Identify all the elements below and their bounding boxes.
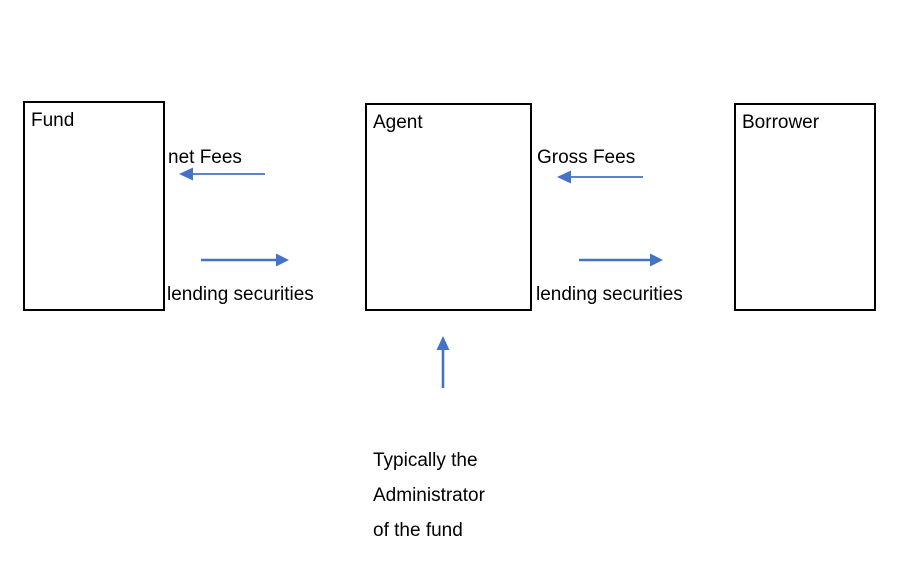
net-fees-label: net Fees bbox=[168, 147, 242, 168]
gross-fees-arrow-icon bbox=[557, 170, 643, 184]
gross-fees-label: Gross Fees bbox=[537, 147, 636, 168]
administrator-note: Typically the Administrator of the fund bbox=[373, 450, 485, 541]
administrator-note-arrow-icon bbox=[436, 336, 450, 388]
agent-box: Agent bbox=[365, 103, 532, 311]
borrower-box: Borrower bbox=[734, 103, 876, 311]
lending-securities-left-label: lending securities bbox=[167, 284, 314, 305]
fund-box-label: Fund bbox=[31, 110, 75, 131]
agent-box-label: Agent bbox=[373, 112, 423, 133]
borrower-box-label: Borrower bbox=[742, 112, 820, 133]
lending-securities-right-label: lending securities bbox=[536, 284, 683, 305]
fund-box: Fund bbox=[23, 101, 165, 311]
fund-to-agent-arrow-icon bbox=[201, 253, 289, 267]
agent-to-borrower-arrow-icon bbox=[579, 253, 663, 267]
